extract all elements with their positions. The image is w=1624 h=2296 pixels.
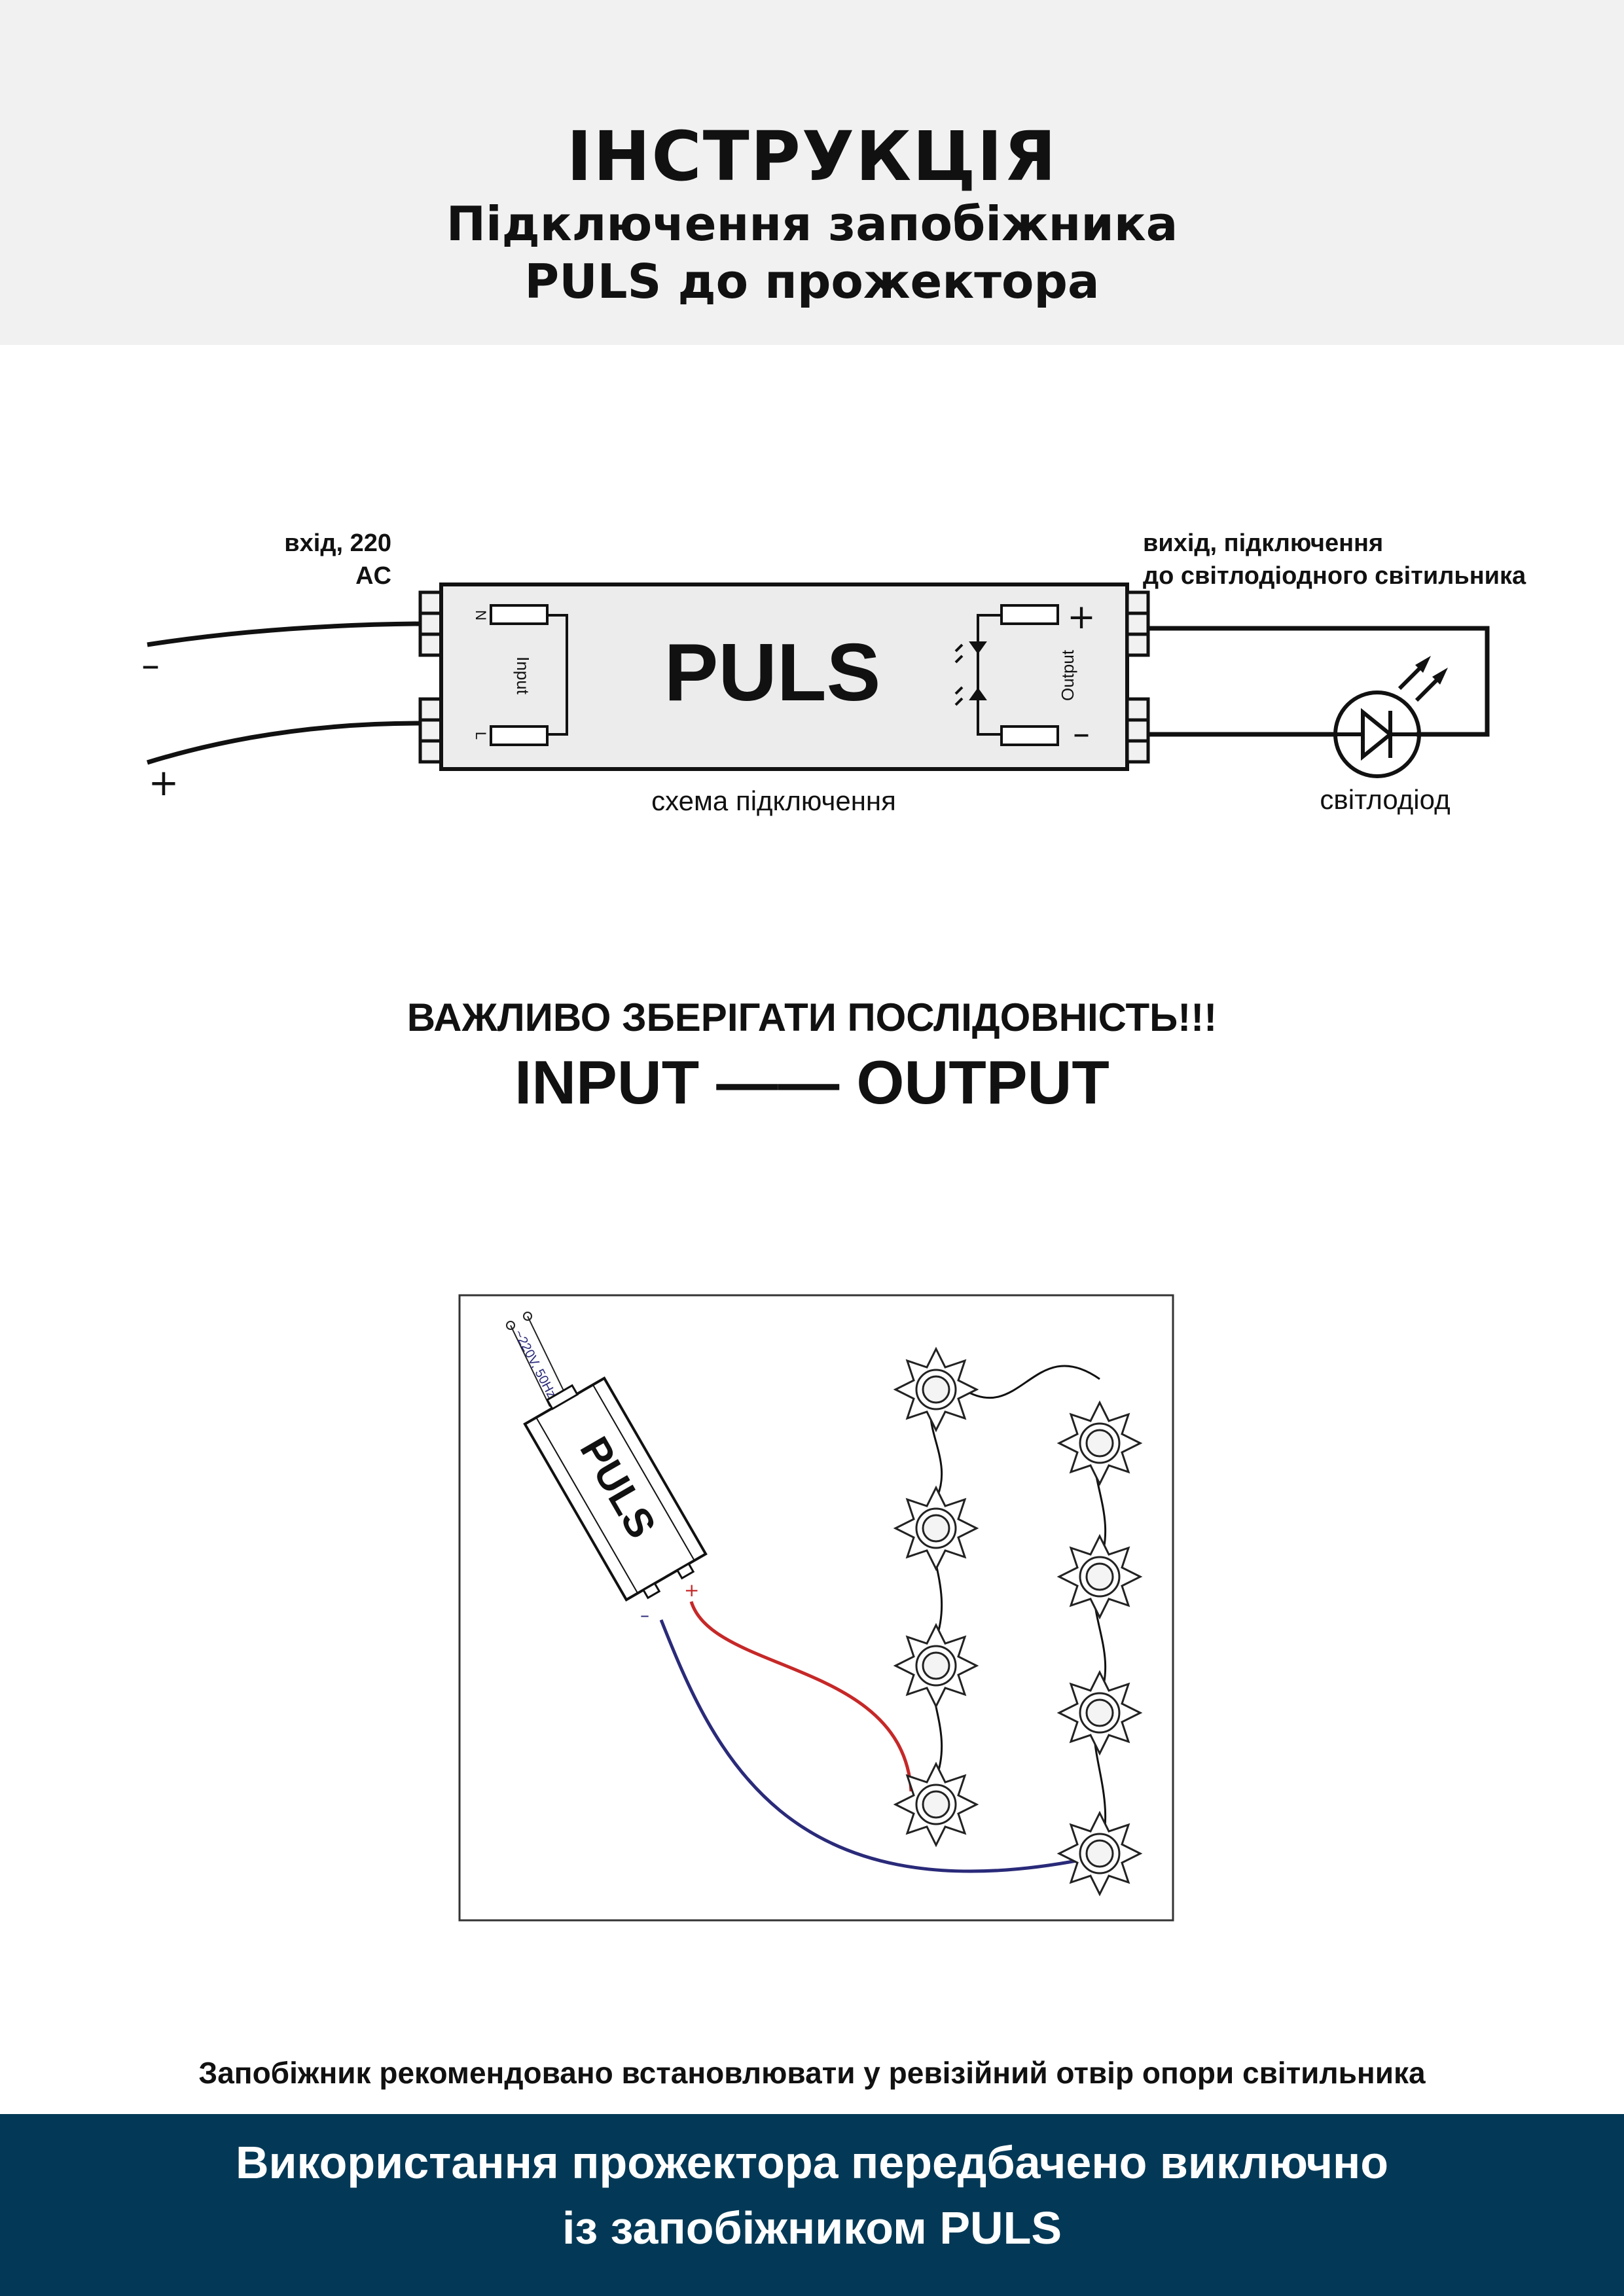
input-label-line2: AC: [355, 562, 391, 590]
led-star: [1056, 1400, 1143, 1486]
output-terminals: [1125, 590, 1150, 764]
output-label-line2: до світлодіодного світильника: [1143, 562, 1526, 590]
red-wire: [689, 1601, 913, 1792]
blue-wire: [659, 1619, 1081, 1873]
device-plus-sign: +: [684, 1579, 699, 1601]
footer-line2: із запобіжником PULS: [562, 2202, 1062, 2253]
footer-banner: Використання прожектора передбачено викл…: [0, 2114, 1624, 2296]
led-caption: світлодіод: [1320, 784, 1450, 815]
input-caption: Input: [513, 656, 533, 695]
output-label-line1: вихід, підключення: [1143, 529, 1383, 557]
led-star-modules: [893, 1346, 1143, 1897]
output-plus-sign: +: [1067, 598, 1096, 637]
input-terminals: [418, 590, 443, 764]
device-minus-sign: –: [640, 1604, 649, 1626]
led-star: [893, 1623, 979, 1709]
led-star: [893, 1485, 979, 1571]
page-subtitle-line1: Підключення запобіжника: [446, 196, 1178, 251]
fuse-brand: PULS: [664, 628, 881, 718]
header-banner: ІНСТРУКЦІЯ Підключення запобіжника PULS …: [0, 0, 1624, 345]
input-plus-sign: +: [149, 762, 179, 804]
led-star: [1056, 1810, 1143, 1897]
output-minus-sign: –: [1073, 714, 1090, 753]
footer-line1: Використання прожектора передбачено викл…: [235, 2137, 1389, 2188]
page-title: ІНСТРУКЦІЯ: [566, 117, 1058, 196]
input-pins: [490, 604, 568, 746]
led-star: [893, 1346, 979, 1433]
wiring-illustration: ~220V, 50Hz PULS + –: [458, 1294, 1174, 1922]
input-label-line1: вхід, 220: [284, 529, 391, 557]
page-subtitle-line2: PULS до прожектора: [524, 254, 1100, 309]
schematic-caption: схема підключення: [651, 785, 896, 816]
led-star: [893, 1761, 979, 1848]
input-minus-sign: –: [141, 644, 160, 687]
output-circuit-wire: [1148, 626, 1490, 737]
output-caption: Output: [1058, 649, 1077, 701]
puls-device: [523, 1376, 708, 1602]
connection-schematic: вхід, 220 AC вихід, підключення до світл…: [141, 529, 1526, 816]
sequence-warning: ВАЖЛИВО ЗБЕРІГАТИ ПОСЛІДОВНІСТЬ!!!: [406, 996, 1218, 1039]
led-symbol-icon: [1333, 662, 1443, 778]
pin-n-label: N: [473, 610, 489, 620]
input-wire-minus: [147, 621, 421, 647]
input-cable: [506, 1312, 568, 1407]
led-star: [1056, 1670, 1143, 1756]
fuse-element-icon: [954, 641, 987, 706]
pin-l-label: L: [473, 732, 489, 740]
input-wire-plus: [146, 721, 421, 765]
led-light-arrows-icon: [1415, 656, 1448, 685]
input-output-sequence: INPUT —— OUTPUT: [514, 1048, 1110, 1117]
installation-note: Запобіжник рекомендовано встановлювати у…: [198, 2056, 1426, 2090]
led-star: [1056, 1534, 1143, 1620]
